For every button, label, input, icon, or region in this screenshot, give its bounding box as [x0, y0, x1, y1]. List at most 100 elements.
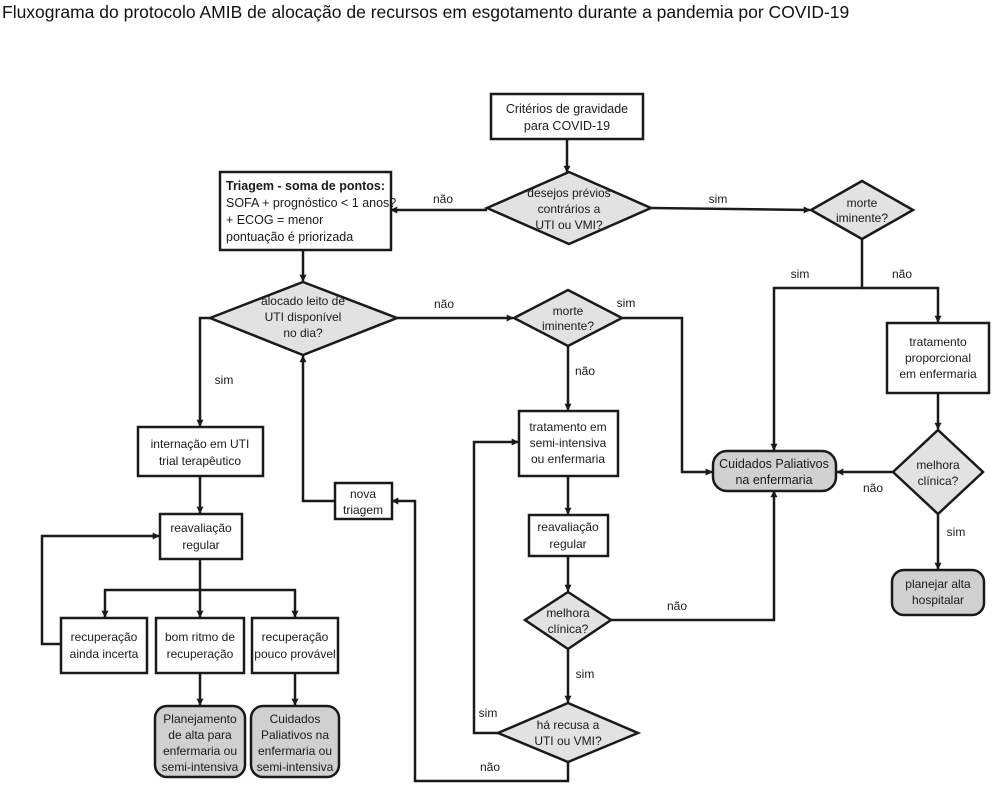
node-melhora1-line1: melhora [916, 458, 960, 472]
node-planejar-alta: planejar alta hospitalar [890, 568, 986, 617]
node-triagem-line2: + ECOG = menor [226, 213, 323, 227]
edge-recusa-tratamento [472, 438, 519, 735]
label-melhora1-sim: sim [947, 525, 966, 539]
node-cuidados-paliativos-semi: Cuidados Paliativos na enfermaria ou sem… [249, 704, 341, 779]
node-planejar-line1: planejar alta [905, 577, 971, 591]
node-rec-pouco-line2: pouco provável [254, 647, 335, 661]
node-plan-alta-line2: de alta para [168, 728, 232, 742]
node-bom-ritmo: bom ritmo de recuperação [154, 616, 246, 675]
node-planejar-line2: hospitalar [912, 593, 964, 607]
edge-recusa-nova [391, 497, 570, 783]
label-morte1-nao: não [892, 267, 912, 281]
node-morte2-line1: morte [553, 304, 584, 318]
node-nova-line1: nova [350, 487, 376, 501]
node-criterios-line1: Critérios de gravidade [506, 102, 628, 116]
label-recusa-nao: não [480, 760, 500, 774]
edge-reav1-pouco [200, 588, 299, 618]
label-recusa-sim: sim [479, 706, 498, 720]
node-tratamento-prop-line3: em enfermaria [899, 367, 977, 381]
node-criterios-line2: para COVID-19 [524, 119, 610, 133]
node-alocado-line3: no dia? [283, 326, 323, 340]
label-desejos-nao: não [433, 192, 453, 206]
node-alocado-line1: alocado leito de [261, 294, 345, 308]
node-reav1-line1: reavaliação [170, 521, 232, 535]
label-desejos-sim: sim [709, 192, 728, 206]
node-cuid-pal-line2: Paliativos na [261, 728, 329, 742]
node-recusa-line2: UTI ou VMI? [534, 734, 602, 748]
node-melhora2-line1: melhora [546, 606, 590, 620]
node-bom-ritmo-line2: recuperação [167, 647, 234, 661]
node-recusa-line1: há recusa a [537, 718, 600, 732]
node-plan-alta-line3: enfermaria ou [163, 744, 237, 758]
node-bom-ritmo-line1: bom ritmo de [165, 630, 235, 644]
connectors [40, 139, 942, 783]
node-morte2-line2: iminente? [542, 319, 594, 333]
node-tratamento-semi-line1: tratamento em [529, 420, 606, 434]
node-reav2-line2: regular [549, 537, 586, 551]
node-rec-incerta-line1: recuperação [71, 630, 138, 644]
node-internacao: internação em UTI trial terapêutico [136, 425, 265, 478]
node-reav1-line2: regular [182, 538, 219, 552]
node-nova-line2: triagem [343, 503, 383, 517]
label-melhora1-nao: não [863, 481, 883, 495]
edge-labels: não sim sim não não sim sim não não sim … [215, 192, 966, 774]
node-reavaliacao-1: reavaliação regular [158, 512, 244, 561]
node-tratamento-proporcional: tratamento proporcional em enfermaria [885, 321, 991, 395]
node-tratamento-semi-line2: semi-intensiva [530, 436, 607, 450]
node-triagem: Triagem - soma de pontos: SOFA + prognós… [218, 170, 396, 252]
node-cuidados-line1: Cuidados Paliativos [719, 457, 829, 471]
node-reavaliacao-2: reavaliação regular [527, 513, 610, 558]
node-tratamento-prop-line1: tratamento [909, 335, 967, 349]
node-recuperacao-incerta: recuperação ainda incerta [59, 616, 149, 675]
node-desejos-line2: contrários a [538, 202, 601, 216]
node-cuidados-paliativos: Cuidados Paliativos na enfermaria [711, 449, 838, 493]
node-rec-incerta-line2: ainda incerta [70, 647, 139, 661]
label-melhora2-sim: sim [576, 667, 595, 681]
node-cuidados-line2: na enfermaria [735, 473, 812, 487]
label-alocado-nao: não [434, 297, 454, 311]
node-alocado: alocado leito de UTI disponível no dia? [206, 280, 401, 357]
label-melhora2-nao: não [667, 599, 687, 613]
node-morte1-line1: morte [847, 196, 878, 210]
edge-reav1-incerta [101, 559, 202, 618]
label-morte2-nao: não [575, 364, 595, 378]
edge-morte1-tratamento [862, 286, 942, 323]
node-desejos-line3: UTI ou VMI? [535, 218, 603, 232]
node-melhora2: melhora clínica? [522, 590, 614, 651]
node-desejos: desejos prévios contrários a UTI ou VMI? [483, 170, 655, 246]
edge-incerta-reav1 [40, 532, 160, 646]
edge-nova-alocado [299, 355, 335, 503]
node-cuid-pal-line4: semi-intensiva [257, 760, 334, 774]
edge-desejos-morte1 [650, 206, 811, 214]
node-melhora2-line2: clínica? [548, 622, 589, 636]
page-title: Fluxograma do protocolo AMIB de alocação… [2, 2, 850, 22]
node-morte2: morte iminente? [511, 288, 625, 348]
edge-alocado-internacao [196, 316, 210, 427]
node-triagem-title: Triagem - soma de pontos: [226, 179, 385, 193]
node-morte1-line2: iminente? [836, 211, 888, 225]
node-rec-pouco-line1: recuperação [262, 630, 329, 644]
node-cuid-pal-line3: enfermaria ou [258, 744, 332, 758]
edge-melhora2-cuidados [611, 490, 778, 622]
node-internacao-line2: trial terapêutico [159, 454, 241, 468]
node-tratamento-semi-line3: ou enfermaria [531, 452, 605, 466]
label-morte1-sim: sim [791, 267, 810, 281]
label-morte2-sim: sim [617, 296, 636, 310]
node-recuperacao-pouco: recuperação pouco provável [250, 616, 340, 675]
node-internacao-line1: internação em UTI [151, 437, 250, 451]
node-melhora1: melhora clínica? [891, 428, 985, 516]
node-planejamento-alta: Planejamento de alta para enfermaria ou … [153, 704, 247, 779]
node-plan-alta-line1: Planejamento [163, 712, 237, 726]
node-nova-triagem: nova triagem [333, 481, 394, 521]
node-melhora1-line2: clínica? [918, 474, 959, 488]
node-criterios: Critérios de gravidade para COVID-19 [489, 92, 645, 141]
edge-morte2-cuidados [622, 316, 713, 476]
edge-morte1-cuidados [770, 239, 864, 451]
node-morte1: morte iminente? [808, 179, 916, 241]
node-reav2-line1: reavaliação [537, 520, 599, 534]
node-plan-alta-line4: semi-intensiva [162, 760, 239, 774]
node-cuid-pal-line1: Cuidados [270, 712, 321, 726]
node-triagem-line3: pontuação é priorizada [226, 230, 353, 244]
node-desejos-line1: desejos prévios [527, 186, 610, 200]
